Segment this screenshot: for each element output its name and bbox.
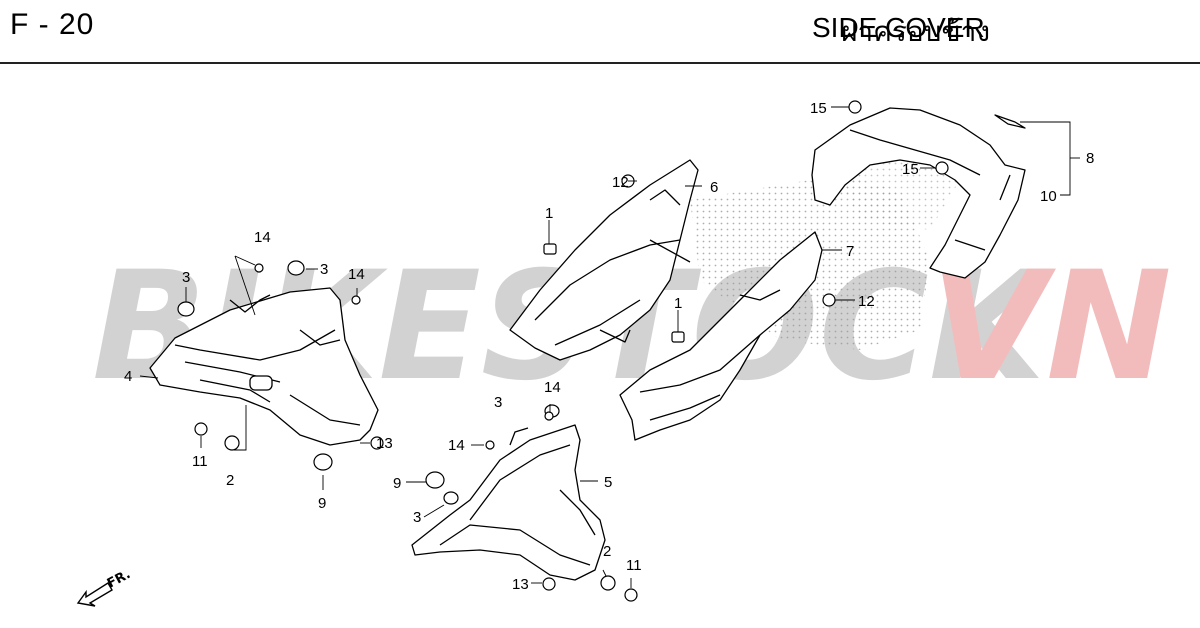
- callout-1: 1: [674, 295, 682, 312]
- callout-6: 6: [710, 179, 718, 196]
- hardware-parts: [177, 100, 949, 602]
- part-1-clip-b: [671, 331, 685, 343]
- part-8-rear-cowl: [811, 107, 1026, 279]
- part-2-bush-b: [600, 575, 616, 591]
- callout-9: 9: [318, 495, 326, 512]
- part-4-left-side-cover: [149, 287, 379, 446]
- part-5-lower-side-cover: [411, 424, 606, 581]
- part-13-collar-b: [542, 577, 556, 591]
- part-6-upper-side-cover: [509, 159, 699, 361]
- part-14-screw-a: [254, 263, 264, 273]
- page-title-english: SIDE COVER: [812, 12, 985, 43]
- callout-10: 10: [1040, 188, 1057, 205]
- part-9-grommet-b: [425, 471, 445, 489]
- part-14-screw-d: [485, 440, 495, 450]
- part-2-bush-a: [224, 435, 240, 451]
- part-15-clip-b: [935, 161, 949, 175]
- part-13-collar-a: [370, 436, 384, 450]
- part-14-screw-c: [544, 411, 554, 421]
- callout-8: 8: [1086, 150, 1094, 167]
- callout-14: 14: [544, 379, 561, 396]
- part-14-screw-b: [351, 295, 361, 305]
- front-direction-arrow: FR.: [76, 567, 133, 607]
- leader-lines: [139, 106, 1080, 588]
- part-7-rear-side-cover: [619, 231, 823, 441]
- callout-9: 9: [393, 475, 401, 492]
- part-11-screw-b: [624, 588, 638, 602]
- part-1-clip-a: [543, 243, 557, 255]
- callout-5: 5: [604, 474, 612, 491]
- callout-15: 15: [902, 161, 919, 178]
- callout-4: 4: [124, 368, 132, 385]
- part-3-grommet-a: [177, 301, 195, 317]
- callout-3: 3: [413, 509, 421, 526]
- callout-15: 15: [810, 100, 827, 117]
- callout-11: 11: [192, 453, 208, 470]
- callout-13: 13: [376, 435, 393, 452]
- callout-14: 14: [254, 229, 271, 246]
- header-divider: [0, 62, 1200, 64]
- callout-14: 14: [348, 266, 365, 283]
- callout-2: 2: [603, 543, 611, 560]
- page-code: F - 20: [10, 8, 95, 41]
- callout-3: 3: [494, 394, 502, 411]
- callout-labels: 1 1 2 2 3 3 3 3 4 5 6 7 8 9 9 10 11 11 1…: [124, 100, 1094, 593]
- page-header: F - 20 ฝาครอบข้าง SIDE COVER: [0, 0, 1200, 64]
- callout-1: 1: [545, 205, 553, 222]
- callout-2: 2: [226, 472, 234, 489]
- callout-12: 12: [858, 293, 875, 310]
- part-9-grommet-a: [313, 453, 333, 471]
- callout-11: 11: [626, 557, 642, 574]
- callout-3: 3: [320, 261, 328, 278]
- callout-13: 13: [512, 576, 529, 593]
- part-15-clip-a: [848, 100, 862, 114]
- callout-14: 14: [448, 437, 465, 454]
- part-3-grommet-b: [287, 260, 305, 276]
- part-3-grommet-d: [443, 491, 459, 505]
- callout-12: 12: [612, 174, 629, 191]
- page-title-thai: ฝาครอบข้าง: [840, 16, 990, 47]
- part-12-bolt-b: [822, 293, 836, 307]
- fr-label: FR.: [105, 567, 133, 592]
- part-11-screw-a: [194, 422, 208, 436]
- callout-7: 7: [846, 243, 854, 260]
- callout-3: 3: [182, 269, 190, 286]
